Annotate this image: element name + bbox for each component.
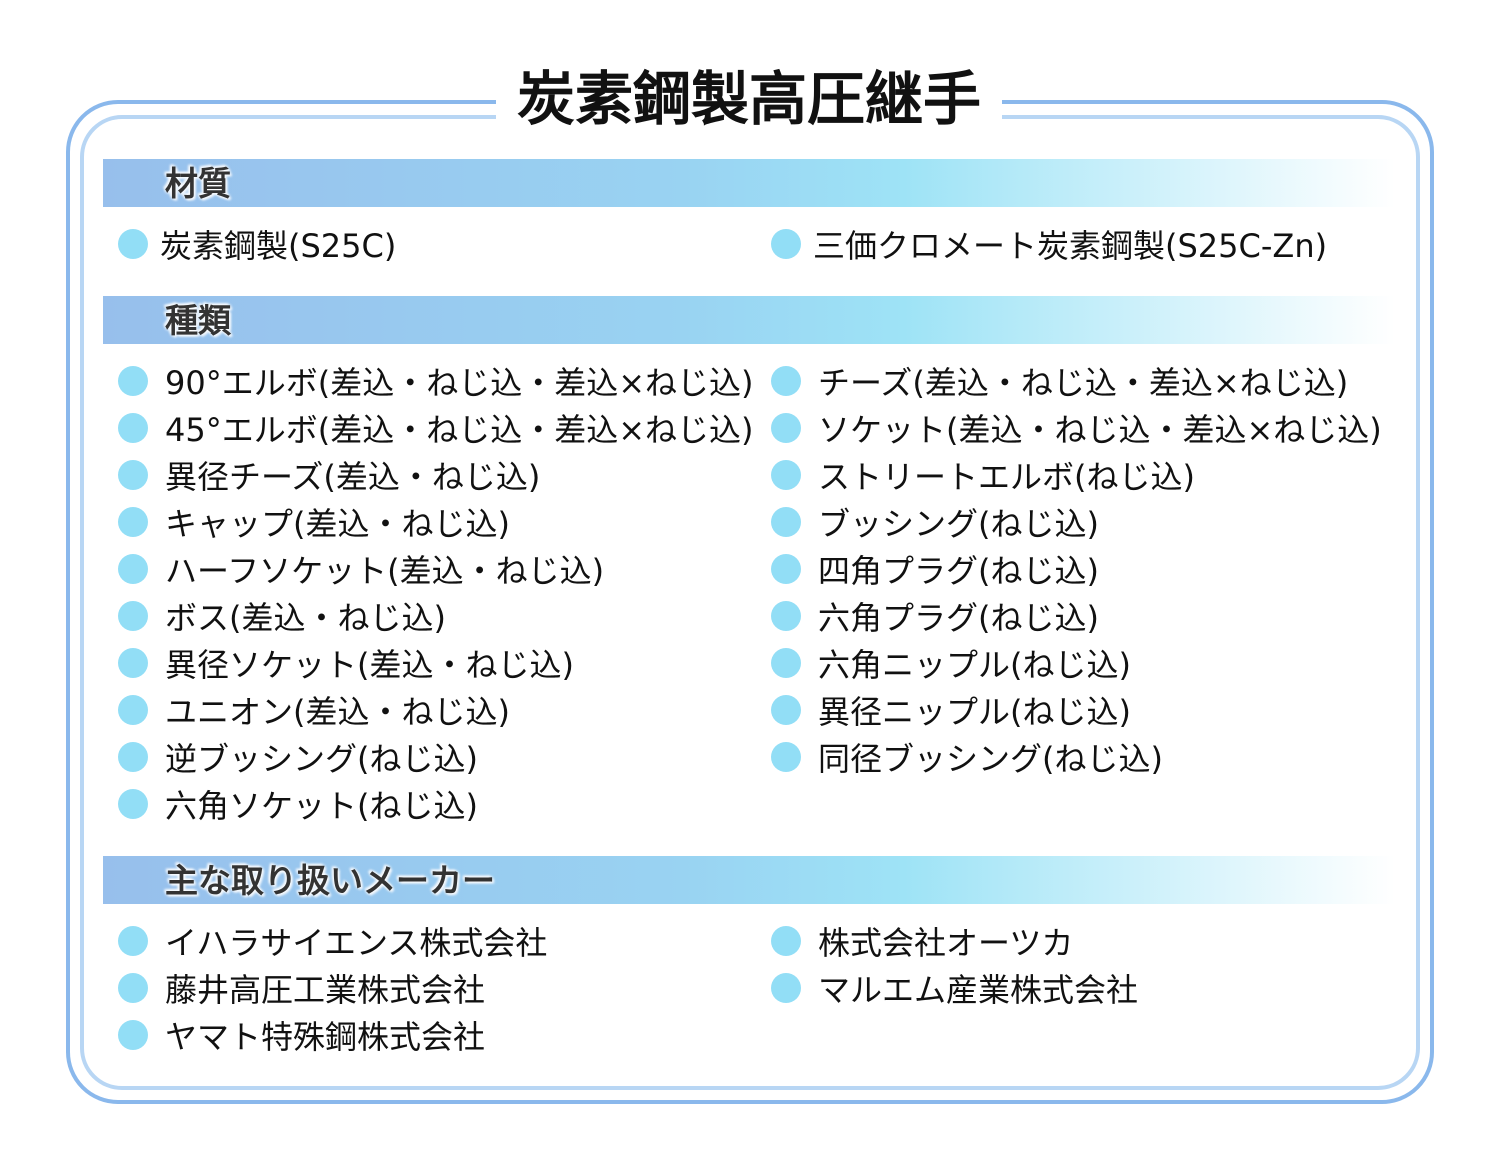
- section-header-makers: 主な取り扱いメーカー: [103, 856, 1395, 904]
- types-list-item: ソケット(差込・ねじ込・差込×ねじ込): [771, 405, 1382, 451]
- item-label: ソケット(差込・ねじ込・差込×ねじ込): [818, 411, 1382, 449]
- item-label: キャップ(差込・ねじ込): [165, 505, 510, 543]
- bullet-icon: [118, 648, 148, 678]
- makers-list-item: イハラサイエンス株式会社: [118, 918, 547, 964]
- types-list-item: 異径チーズ(差込・ねじ込): [118, 452, 540, 498]
- section-heading: 種類: [165, 301, 231, 340]
- section-header-material: 材質: [103, 159, 1395, 207]
- bullet-icon: [771, 229, 801, 259]
- types-list-item: ハーフソケット(差込・ねじ込): [118, 546, 604, 592]
- item-label: チーズ(差込・ねじ込・差込×ねじ込): [818, 364, 1349, 402]
- item-label: 45°エルボ(差込・ねじ込・差込×ねじ込): [165, 411, 754, 449]
- types-list-item: ストリートエルボ(ねじ込): [771, 452, 1195, 498]
- item-label: 炭素鋼製(S25C): [160, 227, 397, 265]
- bullet-icon: [118, 926, 148, 956]
- types-list-item: 逆ブッシング(ねじ込): [118, 734, 478, 780]
- material-list-item: 三価クロメート炭素鋼製(S25C-Zn): [771, 221, 1327, 267]
- item-label: 四角プラグ(ねじ込): [818, 552, 1099, 590]
- item-label: イハラサイエンス株式会社: [165, 924, 548, 962]
- item-label: マルエム産業株式会社: [818, 971, 1139, 1009]
- item-label: ストリートエルボ(ねじ込): [818, 458, 1195, 496]
- bullet-icon: [771, 926, 801, 956]
- types-list-item: 六角ニップル(ねじ込): [771, 640, 1131, 686]
- item-label: 藤井高圧工業株式会社: [165, 971, 486, 1009]
- types-list-item: 異径ニップル(ねじ込): [771, 687, 1131, 733]
- types-list-item: 90°エルボ(差込・ねじ込・差込×ねじ込): [118, 358, 754, 404]
- bullet-icon: [118, 742, 148, 772]
- bullet-icon: [771, 601, 801, 631]
- item-label: 六角プラグ(ねじ込): [818, 599, 1099, 637]
- types-list-item: 六角プラグ(ねじ込): [771, 593, 1099, 639]
- types-list-item: チーズ(差込・ねじ込・差込×ねじ込): [771, 358, 1348, 404]
- page-title: 炭素鋼製高圧継手: [496, 64, 1002, 134]
- bullet-icon: [118, 1020, 148, 1050]
- bullet-icon: [118, 413, 148, 443]
- bullet-icon: [771, 973, 801, 1003]
- item-label: ヤマト特殊鋼株式会社: [165, 1018, 486, 1056]
- section-heading: 材質: [165, 164, 231, 203]
- item-label: ユニオン(差込・ねじ込): [165, 693, 510, 731]
- item-label: 六角ソケット(ねじ込): [165, 787, 478, 825]
- item-label: 逆ブッシング(ねじ込): [165, 740, 478, 778]
- types-list-item: 45°エルボ(差込・ねじ込・差込×ねじ込): [118, 405, 754, 451]
- item-label: ハーフソケット(差込・ねじ込): [165, 552, 605, 590]
- bullet-icon: [118, 601, 148, 631]
- types-list-item: ユニオン(差込・ねじ込): [118, 687, 510, 733]
- types-list-item: 四角プラグ(ねじ込): [771, 546, 1099, 592]
- item-label: 異径チーズ(差込・ねじ込): [165, 458, 541, 496]
- item-label: 株式会社オーツカ: [818, 924, 1074, 962]
- item-label: 90°エルボ(差込・ねじ込・差込×ねじ込): [165, 364, 754, 402]
- bullet-icon: [118, 973, 148, 1003]
- makers-list-item: ヤマト特殊鋼株式会社: [118, 1012, 485, 1058]
- bullet-icon: [771, 460, 801, 490]
- item-label: 六角ニップル(ねじ込): [818, 646, 1131, 684]
- bullet-icon: [118, 460, 148, 490]
- section-header-types: 種類: [103, 296, 1395, 344]
- types-list-item: ブッシング(ねじ込): [771, 499, 1099, 545]
- item-label: ボス(差込・ねじ込): [165, 599, 446, 637]
- bullet-icon: [771, 554, 801, 584]
- types-list-item: ボス(差込・ねじ込): [118, 593, 446, 639]
- bullet-icon: [118, 789, 148, 819]
- bullet-icon: [118, 229, 148, 259]
- bullet-icon: [118, 366, 148, 396]
- types-list-item: 異径ソケット(差込・ねじ込): [118, 640, 574, 686]
- bullet-icon: [771, 507, 801, 537]
- types-list-item: キャップ(差込・ねじ込): [118, 499, 510, 545]
- item-label: 三価クロメート炭素鋼製(S25C-Zn): [813, 227, 1328, 265]
- makers-list-item: マルエム産業株式会社: [771, 965, 1138, 1011]
- bullet-icon: [771, 413, 801, 443]
- section-heading: 主な取り扱いメーカー: [165, 861, 495, 900]
- types-list-item: 同径ブッシング(ねじ込): [771, 734, 1163, 780]
- bullet-icon: [771, 648, 801, 678]
- material-list-item: 炭素鋼製(S25C): [118, 221, 396, 267]
- bullet-icon: [118, 554, 148, 584]
- types-list-item: 六角ソケット(ねじ込): [118, 781, 478, 827]
- item-label: 同径ブッシング(ねじ込): [818, 740, 1163, 778]
- item-label: 異径ソケット(差込・ねじ込): [165, 646, 574, 684]
- bullet-icon: [118, 507, 148, 537]
- bullet-icon: [771, 366, 801, 396]
- bullet-icon: [118, 695, 148, 725]
- bullet-icon: [771, 695, 801, 725]
- makers-list-item: 株式会社オーツカ: [771, 918, 1073, 964]
- item-label: 異径ニップル(ねじ込): [818, 693, 1131, 731]
- item-label: ブッシング(ねじ込): [818, 505, 1099, 543]
- bullet-icon: [771, 742, 801, 772]
- makers-list-item: 藤井高圧工業株式会社: [118, 965, 485, 1011]
